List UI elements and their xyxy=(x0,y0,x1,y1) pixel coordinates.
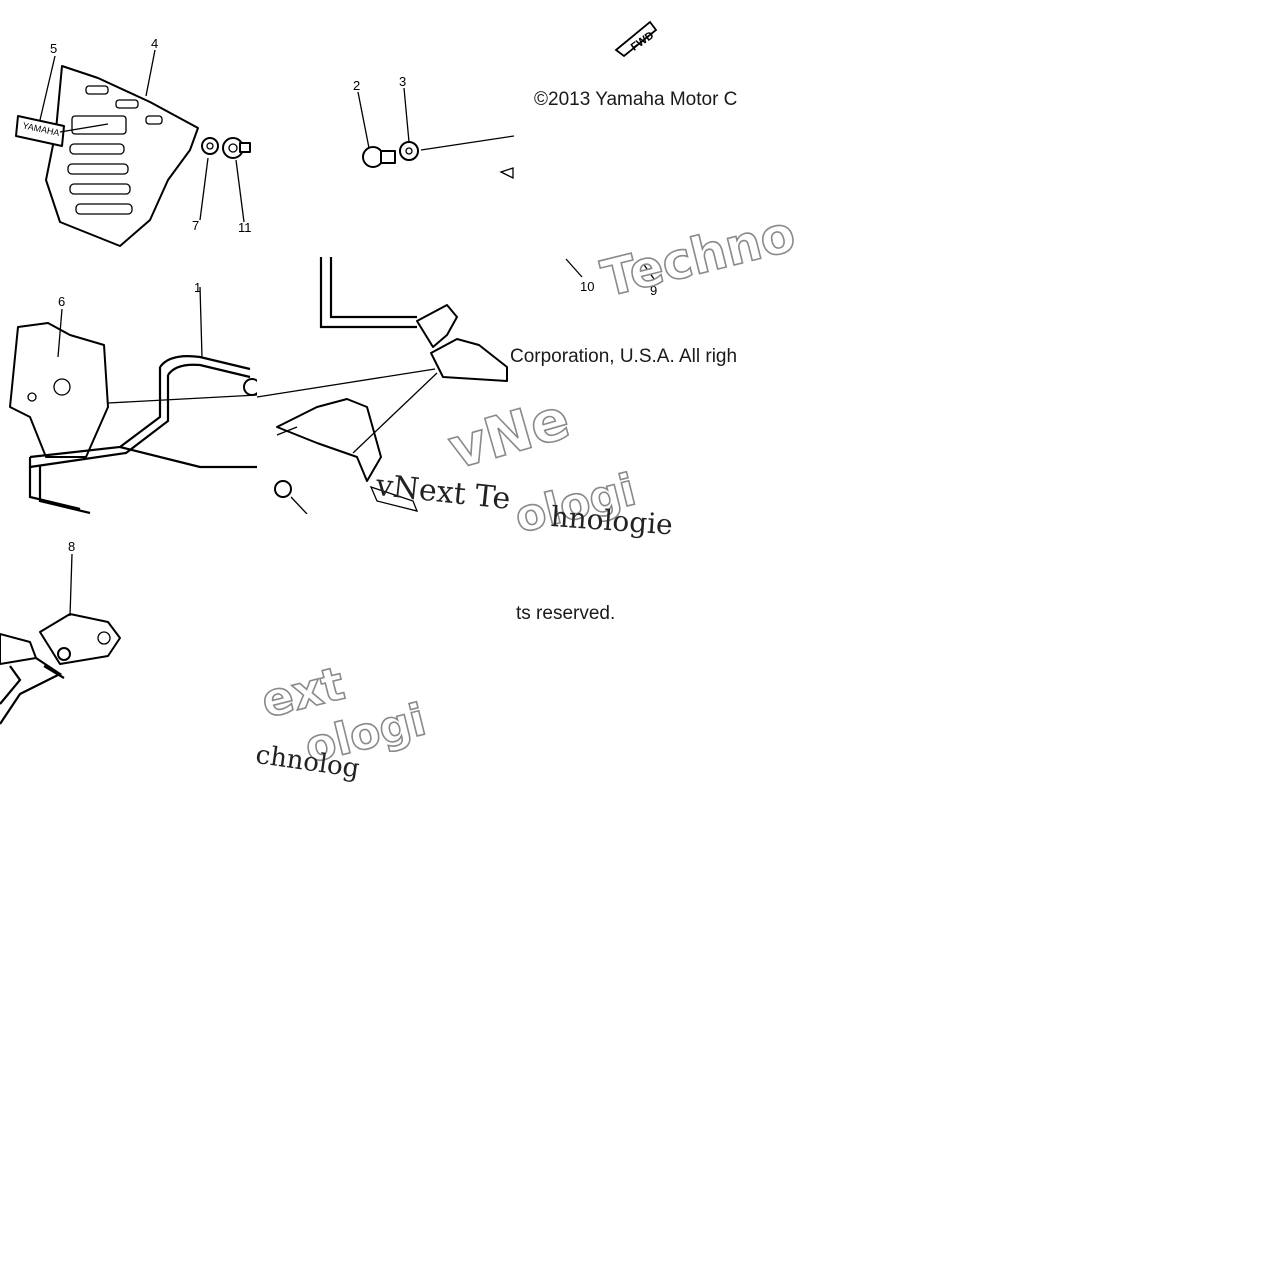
callout-7: 7 xyxy=(192,218,199,233)
copyright-line-2: Corporation, U.S.A. All righ xyxy=(510,346,738,367)
callout-11: 11 xyxy=(238,220,252,235)
callout-4: 4 xyxy=(151,36,158,51)
copyright-line-1: ©2013 Yamaha Motor C xyxy=(534,89,738,110)
diagram-tile-bolt: 2 3 xyxy=(257,0,514,257)
diagram-tile-callouts: 10 9 xyxy=(514,257,771,514)
diagram-tile-cover: YAMAHA 5 4 7 11 xyxy=(0,0,257,257)
callout-10: 10 xyxy=(580,279,594,294)
callout-8: 8 xyxy=(68,539,75,554)
callout-3: 3 xyxy=(399,74,406,89)
diagram-tile-guard: 6 xyxy=(0,257,257,514)
copyright-line-3: ts reserved. xyxy=(516,603,616,624)
diagram-tile-mount: 8 xyxy=(0,514,257,771)
callout-6: 6 xyxy=(58,294,65,309)
callout-1-label: 1 xyxy=(194,280,201,295)
diagram-tile-bracket xyxy=(257,257,514,514)
callout-1: 1 xyxy=(194,280,201,295)
callout-2: 2 xyxy=(353,78,360,93)
callout-9: 9 xyxy=(650,283,657,298)
fwd-arrow-icon: FWD xyxy=(614,18,658,58)
callout-5: 5 xyxy=(50,41,57,56)
